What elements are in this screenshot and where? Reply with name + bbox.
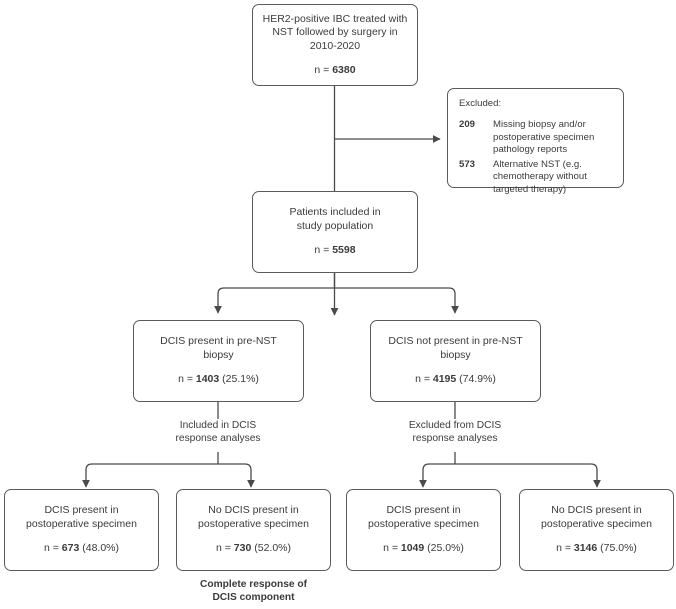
node-leaf4-count: n = 3146 (75.0%) xyxy=(556,542,637,555)
excluded-row-reason: Missing biopsy and/or postoperative spec… xyxy=(493,119,595,156)
edge-right-corner-2 xyxy=(590,463,598,471)
node-included-count: n = 5598 xyxy=(314,244,355,257)
node-leaf2-count: n = 730 (52.0%) xyxy=(216,542,291,555)
edge-included-corner-right xyxy=(448,287,456,295)
node-cohort-count: n = 6380 xyxy=(314,64,355,77)
count-percent: (74.9%) xyxy=(456,373,496,386)
edge-left-corner-1 xyxy=(85,463,93,471)
node-cohort-count-label: n = xyxy=(314,63,333,76)
node-cohort-title: HER2-positive IBC treated with NST follo… xyxy=(262,12,408,52)
node-leaf-dcis-present-left: DCIS present in postoperative specimen n… xyxy=(4,489,159,571)
count-label: n = xyxy=(556,542,574,555)
count-label: n = xyxy=(178,373,196,386)
edge-included-corner-left xyxy=(217,287,225,295)
count-percent: (25.1%) xyxy=(219,373,259,386)
node-dcis-absent-biopsy: DCIS not present in pre-NST biopsy n = 4… xyxy=(370,320,541,402)
node-leaf-no-dcis-right: No DCIS present in postoperative specime… xyxy=(519,489,674,571)
count-value: 673 xyxy=(61,542,80,555)
node-included-count-label: n = xyxy=(314,244,333,257)
excluded-row-count: 573 xyxy=(459,158,476,170)
count-percent: (48.0%) xyxy=(79,542,120,555)
node-included-count-value: 5598 xyxy=(332,244,356,257)
count-value: 730 xyxy=(233,542,252,555)
node-dcis-absent-biopsy-count: n = 4195 (74.9%) xyxy=(415,373,496,386)
count-label: n = xyxy=(215,542,234,555)
node-leaf1-title: DCIS present in postoperative specimen xyxy=(26,504,137,530)
node-excluded: Excluded: 209 Missing biopsy and/or post… xyxy=(447,88,624,195)
count-percent: (75.0%) xyxy=(597,542,637,555)
node-leaf3-count: n = 1049 (25.0%) xyxy=(383,542,464,555)
count-label: n = xyxy=(415,373,433,386)
count-value: 1049 xyxy=(400,542,425,555)
node-dcis-present-biopsy-count: n = 1403 (25.1%) xyxy=(178,373,259,386)
node-dcis-present-biopsy: DCIS present in pre-NST biopsy n = 1403 … xyxy=(133,320,304,402)
excluded-heading: Excluded: xyxy=(459,98,502,109)
node-leaf-no-dcis-left: No DCIS present in postoperative specime… xyxy=(176,489,331,571)
excluded-row-count: 209 xyxy=(459,119,476,131)
count-percent: (25.0%) xyxy=(424,542,464,555)
node-dcis-present-biopsy-title: DCIS present in pre-NST biopsy xyxy=(160,335,277,361)
excluded-row: 209 Missing biopsy and/or postoperative … xyxy=(459,119,594,156)
excluded-row: 573 Alternative NST (e.g. chemotherapy w… xyxy=(459,159,587,196)
node-cohort-count-value: 6380 xyxy=(332,63,356,76)
node-included-population: Patients included in study population n … xyxy=(252,191,418,273)
edge-label-excluded-analyses: Excluded from DCIS response analyses xyxy=(408,420,502,445)
edge-right-corner-1 xyxy=(422,463,430,471)
count-value: 1403 xyxy=(195,373,220,386)
node-leaf4-title: No DCIS present in postoperative specime… xyxy=(541,504,652,530)
node-included-title: Patients included in study population xyxy=(289,206,381,232)
count-label: n = xyxy=(43,542,62,555)
node-leaf2-title: No DCIS present in postoperative specime… xyxy=(198,504,309,530)
count-percent: (52.0%) xyxy=(251,542,292,555)
edge-left-corner-2 xyxy=(244,463,252,471)
node-dcis-absent-biopsy-title: DCIS not present in pre-NST biopsy xyxy=(388,335,523,361)
node-cohort: HER2-positive IBC treated with NST follo… xyxy=(252,4,418,86)
node-leaf1-count: n = 673 (48.0%) xyxy=(44,542,119,555)
count-value: 3146 xyxy=(573,542,598,555)
count-value: 4195 xyxy=(432,373,457,386)
count-label: n = xyxy=(383,542,401,555)
edge-label-included-analyses: Included in DCIS response analyses xyxy=(175,420,261,445)
node-leaf-dcis-present-right: DCIS present in postoperative specimen n… xyxy=(346,489,501,571)
caption-complete-response: Complete response of DCIS component xyxy=(200,579,307,604)
node-leaf3-title: DCIS present in postoperative specimen xyxy=(368,504,479,530)
excluded-row-reason: Alternative NST (e.g. chemotherapy witho… xyxy=(493,158,587,195)
